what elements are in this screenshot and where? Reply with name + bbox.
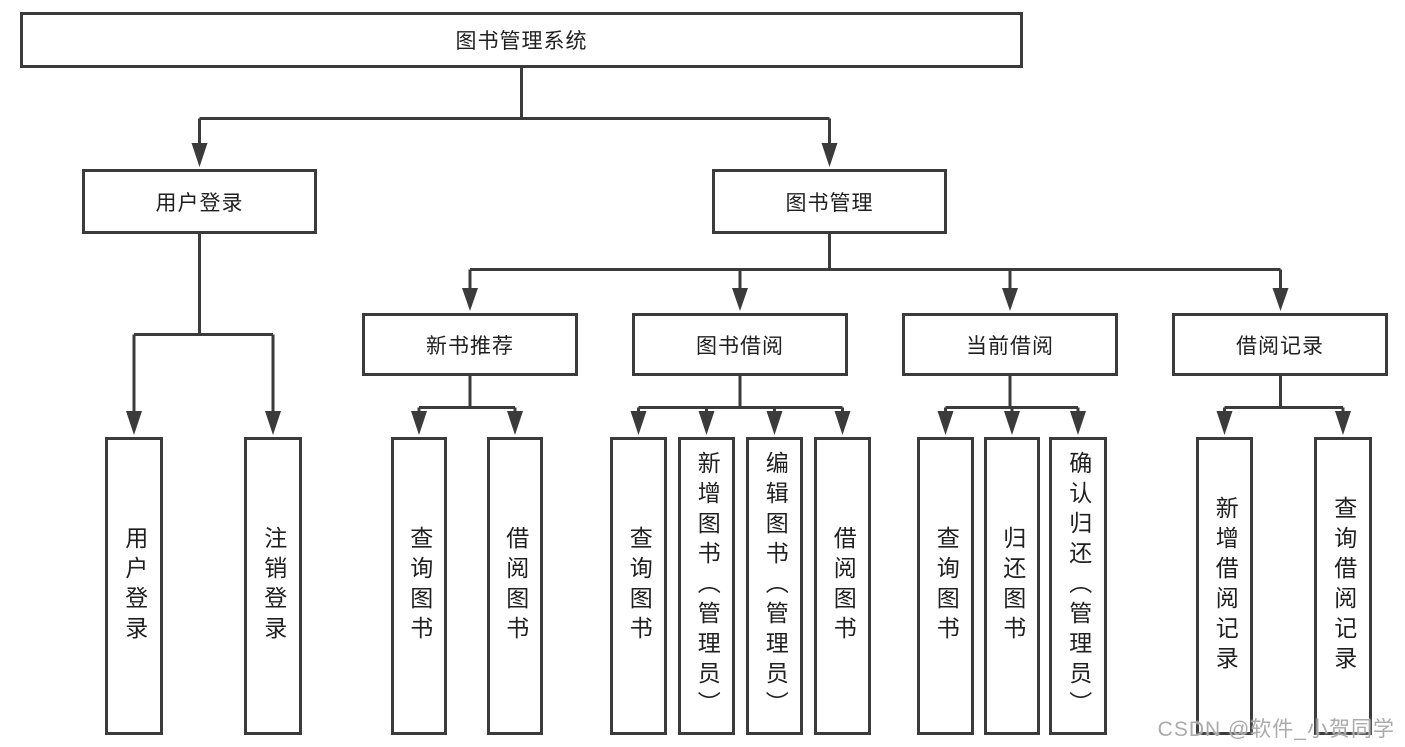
leaf-return-books: 归还图书 <box>984 437 1040 735</box>
leaf-query-books-current: 查询图书 <box>917 437 974 735</box>
leaf-borrow-books-recommendation-label: 借阅图书 <box>502 526 529 646</box>
leaf-add-book-admin: 新增图书（管理员） <box>678 437 735 735</box>
leaf-query-borrow-record: 查询借阅记录 <box>1314 437 1372 735</box>
leaf-query-books-current-label: 查询图书 <box>933 526 960 646</box>
leaf-logout: 注销登录 <box>244 437 302 735</box>
leaf-return-books-label: 归还图书 <box>999 526 1026 646</box>
leaf-add-book-admin-label: 新增图书（管理员） <box>694 451 721 721</box>
node-new-book-recommendation: 新书推荐 <box>362 313 578 376</box>
leaf-edit-book-admin: 编辑图书（管理员） <box>746 437 803 735</box>
leaf-query-books-recommendation: 查询图书 <box>391 437 447 735</box>
leaf-add-borrow-record: 新增借阅记录 <box>1196 437 1253 735</box>
leaf-logout-label: 注销登录 <box>260 526 287 646</box>
leaf-user-login-label: 用户登录 <box>121 526 148 646</box>
node-user-login-label: 用户登录 <box>155 191 244 215</box>
leaf-query-books-borrowing: 查询图书 <box>610 437 667 735</box>
leaf-confirm-return-admin-label: 确认归还（管理员） <box>1065 451 1092 721</box>
node-root: 图书管理系统 <box>20 12 1023 68</box>
leaf-borrow-books-borrowing: 借阅图书 <box>814 437 871 735</box>
node-new-book-recommendation-label: 新书推荐 <box>426 334 514 358</box>
node-book-management-label: 图书管理 <box>785 191 874 215</box>
leaf-borrow-books-recommendation: 借阅图书 <box>487 437 543 735</box>
node-borrowing-records-label: 借阅记录 <box>1236 334 1324 358</box>
leaf-borrow-books-borrowing-label: 借阅图书 <box>830 526 857 646</box>
leaf-user-login: 用户登录 <box>105 437 163 735</box>
node-borrowing-records: 借阅记录 <box>1172 313 1388 376</box>
node-current-borrowing-label: 当前借阅 <box>966 334 1054 358</box>
leaf-confirm-return-admin: 确认归还（管理员） <box>1049 437 1107 735</box>
leaf-query-books-borrowing-label: 查询图书 <box>626 526 653 646</box>
leaf-query-books-recommendation-label: 查询图书 <box>406 526 433 646</box>
node-user-login: 用户登录 <box>82 169 317 234</box>
watermark: CSDN @软件_小贺同学 <box>1157 718 1395 741</box>
node-book-borrowing-label: 图书借阅 <box>696 334 784 358</box>
node-root-label: 图书管理系统 <box>455 30 588 53</box>
leaf-query-borrow-record-label: 查询借阅记录 <box>1330 496 1357 676</box>
node-current-borrowing: 当前借阅 <box>902 313 1118 376</box>
node-book-borrowing: 图书借阅 <box>632 313 848 376</box>
node-book-management: 图书管理 <box>712 169 947 234</box>
leaf-add-borrow-record-label: 新增借阅记录 <box>1212 496 1239 676</box>
leaf-edit-book-admin-label: 编辑图书（管理员） <box>762 451 789 721</box>
